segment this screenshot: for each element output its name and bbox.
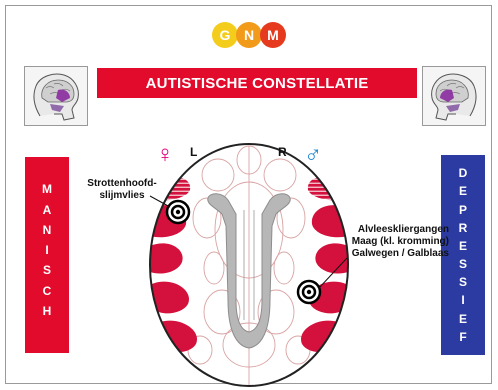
target-icon-left <box>167 201 189 223</box>
label-pancreas-stomach-gall: Alvleeskliergangen Maag (kl. kromming) G… <box>339 224 449 260</box>
side-label-left: L <box>190 145 197 159</box>
label-line: Alvleeskliergangen <box>339 224 449 236</box>
label-larynx-mucosa: Strottenhoofd- slijmvlies <box>72 178 172 202</box>
target-icon-right <box>298 281 320 303</box>
male-symbol-icon: ♂ <box>304 141 322 169</box>
label-line: slijmvlies <box>72 190 172 202</box>
label-line: Strottenhoofd- <box>72 178 172 190</box>
label-line: Maag (kl. kromming) <box>339 236 449 248</box>
label-line: Galwegen / Galblaas <box>339 248 449 260</box>
female-symbol-icon: ♀ <box>156 141 174 169</box>
side-label-right: R <box>278 145 287 159</box>
